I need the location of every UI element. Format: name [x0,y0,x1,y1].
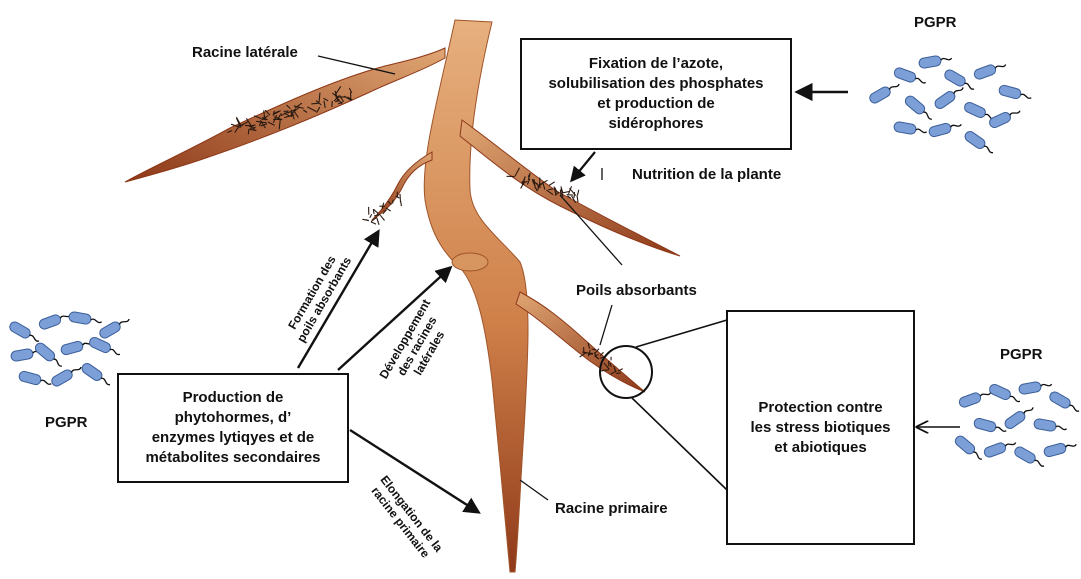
bacterium [98,315,132,340]
phytohormones-box-line-2: phytohormes, d’ [145,408,320,428]
bacterium [943,68,977,93]
bacterium [933,83,966,110]
protection-box: Protection contre les stress biotiques e… [726,310,915,545]
bacterium [1003,403,1036,430]
root-hair [616,373,620,374]
bacterium [998,84,1032,102]
phytohormones-box-line-4: métabolites secondaires [145,448,320,468]
zoom-connector-bottom [632,398,727,490]
root-hair [386,208,391,211]
root-hair [380,215,384,220]
bacterium [903,94,935,123]
root-hair [577,195,578,202]
label-pgpr-right: PGPR [1000,346,1043,363]
root-hair [311,103,318,104]
phytohormones-box-line-1: Production de [145,388,320,408]
root-hair [377,218,379,225]
bacterium [973,417,1007,435]
label-pgpr-left: PGPR [45,414,88,431]
bacterium [963,130,996,157]
root-node [452,253,488,271]
label-pgpr-top: PGPR [914,14,957,31]
bacterium [68,311,102,327]
bacterium [988,383,1022,406]
bacterium [18,370,52,388]
root-hair [585,353,593,354]
root-hair [248,130,249,135]
label-nutrition: Nutrition de la plante [632,166,781,183]
bacterium [973,60,1007,81]
nitrogen-box-line-3: et production de [548,94,763,114]
protection-box-line-2: les stress biotiques [750,418,890,438]
bacterium [60,337,94,355]
bacterium [988,106,1022,129]
nitrogen-box-line-4: sidérophores [548,114,763,134]
root-hair [578,190,579,195]
bacterium [80,362,113,389]
label-lateral-root: Racine latérale [192,44,298,61]
bacterium [958,388,992,409]
pointer-lateral-root [318,56,395,74]
root-hair [549,182,555,186]
pointer-root-hairs-lower [600,305,612,345]
bacterium [1033,418,1067,434]
root-hair [371,222,376,224]
root-hair [332,101,333,107]
bacterium [1013,445,1047,470]
nitrogen-box-line-2: solubilisation des phosphates [548,74,763,94]
root-hair [574,192,575,198]
bacterium [50,363,84,388]
lateral-root-lower-right [516,292,645,392]
protection-box-line-3: et abiotiques [750,438,890,458]
bacterium [88,336,122,359]
bacterium [928,119,962,137]
bacterium [893,67,927,88]
root-hair [370,214,372,218]
label-primary-root: Racine primaire [555,500,668,517]
phytohormones-box-line-3: enzymes lytiqyes et de [145,428,320,448]
zoom-connector-top [636,320,727,347]
pointer-primary-root [520,480,548,500]
bacterium [8,320,42,345]
nitrogen-fixation-box: Fixation de l’azote, solubilisation des … [520,38,792,150]
bacterium [1048,390,1081,415]
root-hair [548,189,552,190]
bacterium [868,80,902,105]
protection-box-line-1: Protection contre [750,398,890,418]
root-hair [563,192,569,193]
bacterium [33,341,65,370]
bacterium [38,310,72,331]
bacterium [1043,439,1077,457]
lateral-root-upper-left [125,48,445,182]
root-hair [400,194,401,202]
phytohormones-box: Production de phytohormes, d’ enzymes ly… [117,373,349,483]
bacterium [953,434,985,463]
bacterium [983,438,1017,459]
bacterium [1018,379,1052,395]
bacterium [893,121,927,137]
nitrogen-box-line-1: Fixation de l’azote, [548,54,763,74]
arrow-nitrogen-to-root [572,152,595,180]
label-root-hairs: Poils absorbants [576,282,697,299]
lateral-root-small-left [372,152,432,220]
bacterium [918,53,952,69]
